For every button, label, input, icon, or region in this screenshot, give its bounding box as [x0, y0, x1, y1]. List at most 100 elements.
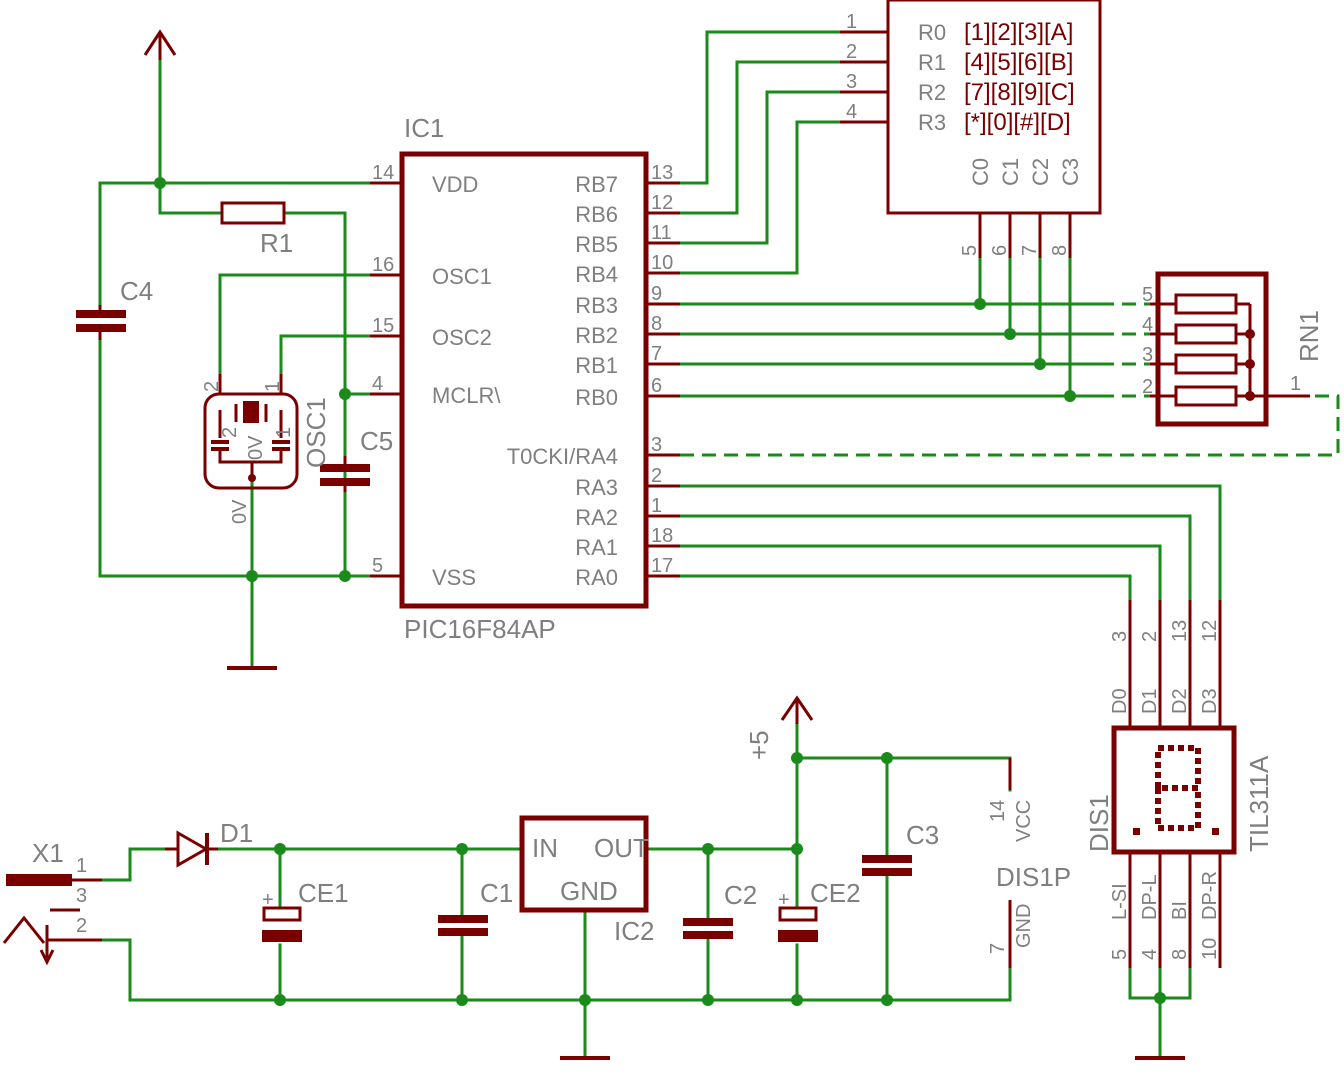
ic1-right-pin-number: 6 [651, 375, 662, 397]
ic1-right-pin-number: 9 [651, 283, 662, 305]
rn1-pin-number: 3 [1142, 344, 1153, 366]
dis1-top-pin-number: 2 [1139, 631, 1161, 642]
rn1-common-junction [1245, 391, 1255, 401]
ce1-name: CE1 [298, 878, 349, 908]
ic1-right-pin-label: RA2 [575, 505, 618, 530]
airwires [680, 302, 1340, 457]
osc1-resonator: 2 1 2 1 0V 0V OSC1 [201, 374, 331, 524]
dis1-bottom-pin-number: 4 [1139, 949, 1161, 960]
rn1-pin-number: 4 [1142, 314, 1153, 336]
ic1-right-pin-number: 18 [651, 525, 673, 547]
ic2-in-label: IN [532, 833, 558, 863]
dis1-top-pin-number: 12 [1199, 620, 1221, 642]
keypad-row-keys: [7][8][9][C] [964, 79, 1075, 106]
ic1-right-pin-label: RB0 [575, 385, 618, 410]
x1-pin2: 2 [76, 915, 87, 937]
dis1-top-pin-number: 13 [1169, 620, 1191, 642]
dis1p-name: DIS1P [996, 862, 1071, 892]
keypad-row-pin-number: 2 [846, 41, 857, 63]
keypad-row-pin-number: 1 [846, 11, 857, 33]
keypad-row-pin-number: 4 [846, 101, 857, 123]
ic1-right-pin-number: 12 [651, 192, 673, 214]
rn1-common-junction [1245, 359, 1255, 369]
ic1-left-pin-number: 14 [372, 162, 394, 184]
c4-name: C4 [120, 276, 153, 306]
junctions [154, 177, 1166, 1006]
c5-capacitor: C5 [320, 426, 393, 492]
wires [98, 30, 1222, 1060]
c2-name: C2 [724, 880, 757, 910]
ic1-right-pin-number: 2 [651, 465, 662, 487]
dis1p-vcc-label: VCC [1013, 800, 1035, 842]
c2-capacitor: C2 [683, 880, 757, 939]
ic1-right-pins: 13RB712RB611RB510RB49RB38RB27RB16RB03T0C… [507, 162, 674, 590]
ic1-left-pin-number: 16 [372, 254, 394, 276]
osc1-inner-pin2: 2 [219, 427, 241, 438]
ic1-left-pin-label: OSC2 [432, 325, 492, 350]
dis1-bottom-pin-label: DP-L [1139, 874, 1161, 920]
c1-name: C1 [480, 878, 513, 908]
keypad-col-label: C0 [968, 158, 993, 186]
keypad-col-label: C1 [998, 158, 1023, 186]
c3-capacitor: C3 [862, 820, 939, 876]
ic2-gnd-label: GND [560, 876, 618, 906]
dis1p-gnd-num: 7 [987, 943, 1009, 954]
vdd-arrow-top [143, 29, 177, 60]
keypad-col-label: C3 [1058, 158, 1083, 186]
ce1-plus: + [262, 889, 274, 911]
ic1-right-pin-label: RB4 [575, 262, 618, 287]
ic2-regulator: IN OUT GND IC2 [519, 815, 654, 946]
dis1p-vcc-num: 14 [987, 800, 1009, 822]
keypad-col-pin-number: 6 [989, 245, 1011, 256]
dis1-top-pin-label: D3 [1199, 688, 1221, 714]
dis1-top-pin-label: D2 [1169, 688, 1191, 714]
ic1-right-pin-number: 17 [651, 555, 673, 577]
dis1-top-pin-label: D1 [1139, 688, 1161, 714]
osc1-gnd-label: 0V [229, 499, 251, 524]
dis1p-gnd-label: GND [1013, 904, 1035, 948]
c4-capacitor: C4 [76, 276, 153, 340]
ic1-right-pin-label: RB3 [575, 293, 618, 318]
ic1-right-pin-number: 1 [651, 495, 662, 517]
osc1-name: OSC1 [301, 397, 331, 468]
osc1-pin2: 2 [201, 381, 223, 392]
r1-resistor: R1 [220, 201, 293, 258]
d1-diode: D1 [165, 818, 253, 868]
rn1-resistor-element [1174, 353, 1238, 375]
ic1-left-pin-label: OSC1 [432, 264, 492, 289]
ic1-right-pin-number: 3 [651, 434, 662, 456]
keypad-row-label: R1 [918, 50, 946, 75]
ic1-left-pin-number: 15 [372, 315, 394, 337]
ic2-name: IC2 [614, 916, 654, 946]
vcc-arrow-5v: +5 [744, 695, 814, 760]
supply-label: +5 [744, 730, 774, 760]
dis1-top-pin-label: D0 [1109, 688, 1131, 714]
rn1-resistor-element [1174, 323, 1238, 345]
rn1-common-junction [1245, 329, 1255, 339]
osc1-inner-0v: 0V [245, 435, 267, 460]
c3-name: C3 [906, 820, 939, 850]
dis1-name: DIS1 [1084, 794, 1114, 852]
rn1-resistor-element [1174, 293, 1238, 315]
seven-segment-glyph [1133, 745, 1219, 835]
x1-dc-jack: X1 1 3 2 [2, 838, 102, 966]
ic1-right-pin-number: 10 [651, 252, 673, 274]
ic1-right-pin-number: 13 [651, 162, 673, 184]
x1-name: X1 [32, 838, 64, 868]
rn1-pin-number: 2 [1142, 376, 1153, 398]
ic1-right-pin-label: RB5 [575, 232, 618, 257]
ic1-right-pin-label: RB1 [575, 353, 618, 378]
rn1-pin-number: 5 [1142, 284, 1153, 306]
ic1-right-pin-label: RA3 [575, 475, 618, 500]
ic2-out-label: OUT [594, 833, 649, 863]
dis1-bottom-pin-number: 10 [1199, 938, 1221, 960]
ic1-value: PIC16F84AP [404, 614, 556, 644]
